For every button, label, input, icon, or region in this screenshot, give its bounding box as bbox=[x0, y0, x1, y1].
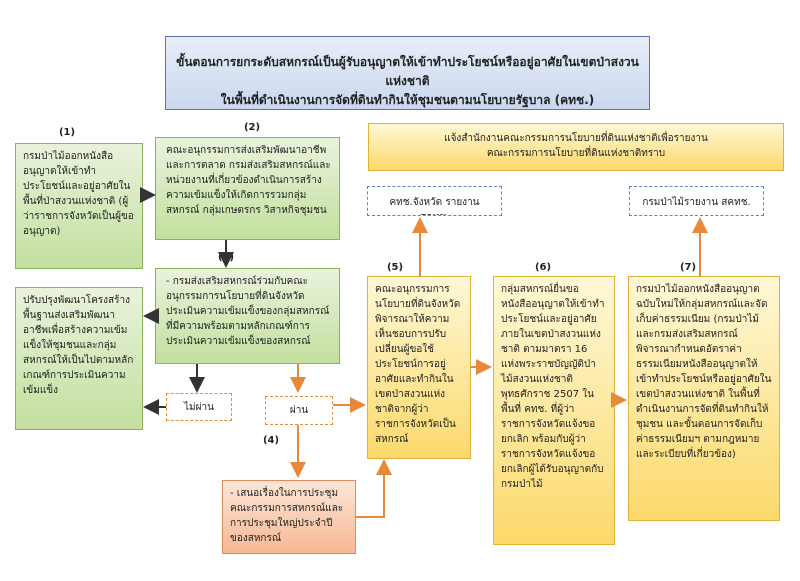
report-top-line-2: คณะกรรมการนโยบายที่ดินแห่งชาติทราบ bbox=[486, 148, 666, 159]
step-number-4: (4) bbox=[262, 435, 280, 446]
step-number-6: (6) bbox=[534, 262, 552, 273]
step-4-box: - เสนอเรื่องในการประชุมคณะกรรมการสหกรณ์แ… bbox=[222, 480, 356, 554]
step-2-text: คณะอนุกรรมการส่งเสริมพัฒนาอาชีพและการตลา… bbox=[166, 145, 331, 216]
step-number-1: (1) bbox=[58, 127, 76, 138]
step-4-text: - เสนอเรื่องในการประชุมคณะกรรมการสหกรณ์แ… bbox=[230, 488, 344, 544]
improvement-text: ปรับปรุงพัฒนาโครงสร้างพื้นฐานส่งเสริมพัฒ… bbox=[23, 295, 134, 396]
pass-label-box: ผ่าน bbox=[265, 396, 333, 425]
step-1-text: กรมป่าไม้ออกหนังสืออนุญาตให้เข้าทำประโยช… bbox=[23, 151, 134, 237]
step-5-box: คณะอนุกรรมการนโยบายที่ดินจังหวัดพิจารณาใ… bbox=[367, 276, 471, 459]
forest-dept-report-box: กรมป่าไม้รายงาน สคทช. bbox=[629, 186, 764, 216]
step-3-box: - กรมส่งเสริมสหกรณ์ร่วมกับคณะอนุกรรมการน… bbox=[155, 268, 340, 364]
fail-label: ไม่ผ่าน bbox=[184, 402, 214, 413]
step-2-box: คณะอนุกรรมการส่งเสริมพัฒนาอาชีพและการตลา… bbox=[155, 137, 340, 240]
title-line-1: ขั้นตอนการยกระดับสหกรณ์เป็นผู้รับอนุญาตใ… bbox=[176, 55, 639, 88]
forest-dept-report-text: กรมป่าไม้รายงาน สคทช. bbox=[642, 197, 751, 208]
step-7-box: กรมป่าไม้ออกหนังสืออนุญาตฉบับใหม่ให้กลุ่… bbox=[628, 276, 780, 521]
step-number-5: (5) bbox=[386, 262, 404, 273]
step-6-box: กลุ่มสหกรณ์ยื่นขอหนังสืออนุญาตให้เข้าทำป… bbox=[493, 276, 615, 545]
step-5-text: คณะอนุกรรมการนโยบายที่ดินจังหวัดพิจารณาใ… bbox=[375, 284, 461, 445]
step-number-7: (7) bbox=[679, 262, 697, 273]
diagram-title: ขั้นตอนการยกระดับสหกรณ์เป็นผู้รับอนุญาตใ… bbox=[165, 36, 650, 110]
arrow-4-to-5 bbox=[356, 459, 392, 518]
step-number-2: (2) bbox=[243, 122, 261, 133]
improvement-box: ปรับปรุงพัฒนาโครงสร้างพื้นฐานส่งเสริมพัฒ… bbox=[15, 287, 143, 430]
fail-label-box: ไม่ผ่าน bbox=[166, 393, 232, 421]
report-top-line-1: แจ้งสำนักงานคณะกรรมการนโยบายที่ดินแห่งชา… bbox=[444, 133, 708, 144]
step-7-text: กรมป่าไม้ออกหนังสืออนุญาตฉบับใหม่ให้กลุ่… bbox=[636, 284, 772, 460]
step-1-box: กรมป่าไม้ออกหนังสืออนุญาตให้เข้าทำประโยช… bbox=[15, 143, 143, 269]
province-report-text: คทช.จังหวัด รายงาน สคทช. bbox=[389, 197, 480, 215]
report-top-box: แจ้งสำนักงานคณะกรรมการนโยบายที่ดินแห่งชา… bbox=[368, 123, 784, 171]
province-report-box: คทช.จังหวัด รายงาน สคทช. bbox=[367, 186, 502, 216]
title-line-2: ในพื้นที่ดำเนินงานการจัดที่ดินทำกินให้ชุ… bbox=[220, 93, 595, 107]
pass-label: ผ่าน bbox=[289, 405, 309, 416]
step-3-text: - กรมส่งเสริมสหกรณ์ร่วมกับคณะอนุกรรมการน… bbox=[166, 276, 330, 347]
step-6-text: กลุ่มสหกรณ์ยื่นขอหนังสืออนุญาตให้เข้าทำป… bbox=[501, 284, 605, 490]
